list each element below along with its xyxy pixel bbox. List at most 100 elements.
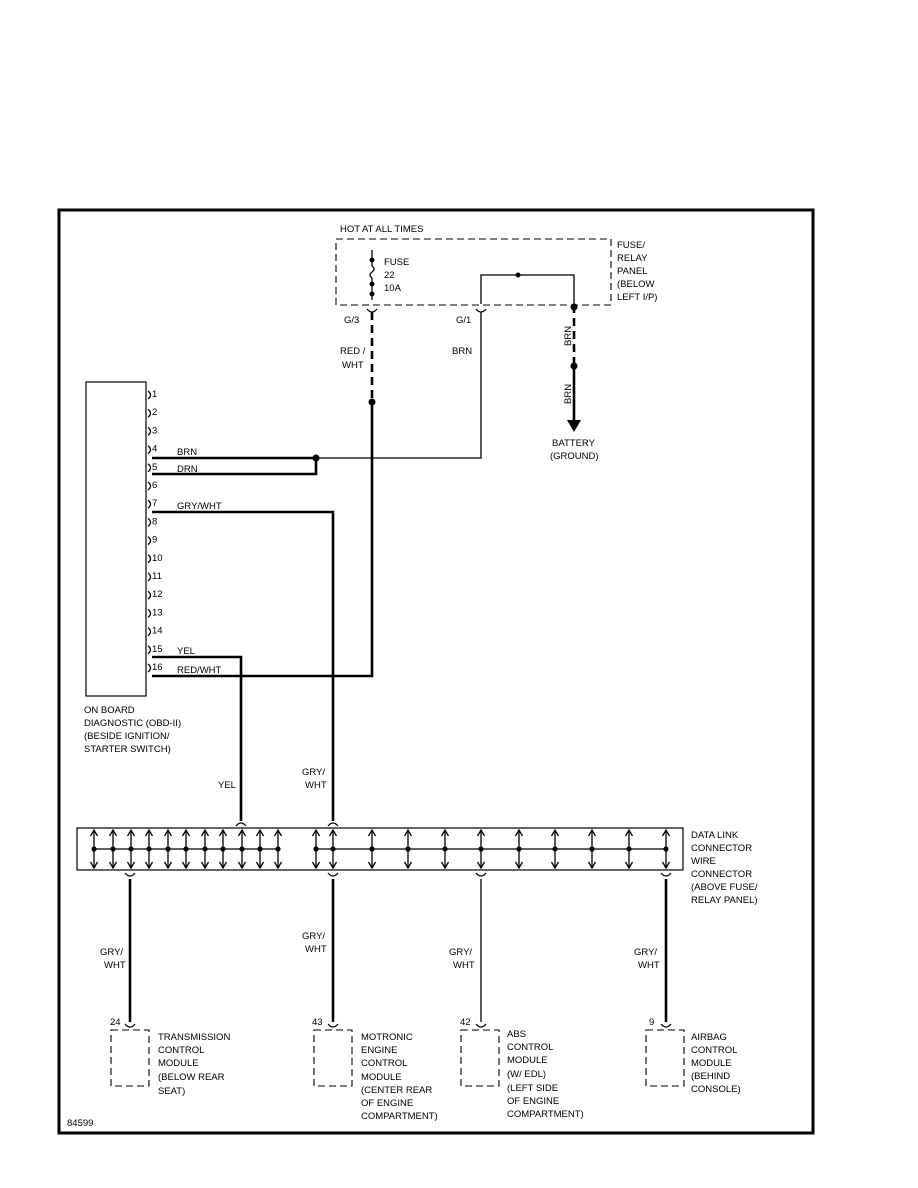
module-transmission-wire-1: GRY/ [100,947,123,958]
arrow-up-icon [144,828,154,837]
obd-pin-number: 12 [152,589,163,600]
dlc-splice-dot [220,846,226,852]
module-transmission-pin: 24 [110,1017,121,1028]
module-transmission-line-2: CONTROL [158,1045,204,1056]
dlc-splice-dot [626,846,632,852]
arrow-up-icon [181,828,191,837]
arrow-down-icon [126,861,136,870]
arrow-down-icon [476,861,486,870]
module-motronic-line-6: OF ENGINE [361,1098,413,1109]
terminal-g3-icon [366,308,378,313]
arrow-down-icon [218,861,228,870]
obd-pin-terminal-icon [147,408,152,418]
module-motronic: GRY/ WHT 43 MOTRONIC ENGINE CONTROL MODU… [302,879,438,1122]
module-abs-line-5: (LEFT SIDE [507,1083,558,1094]
obd-pin-number: 3 [152,425,157,436]
arrow-down-icon [514,861,524,870]
terminal-g1-icon [475,308,487,313]
module-motronic-wire-2: WHT [305,944,327,955]
dlc-splice-dot [239,846,245,852]
arrow-down-icon [587,861,597,870]
module-motronic-line-3: CONTROL [361,1058,407,1069]
arrow-down-icon [255,861,265,870]
dlc-caption-line-1: DATA LINK [691,830,739,841]
dlc-splice-dot [202,846,208,852]
arrow-down-icon [661,861,671,870]
module-motronic-line-2: ENGINE [361,1045,397,1056]
arrow-down-icon [144,861,154,870]
dlc-splice-dot [589,846,595,852]
module-airbag-line-5: CONSOLE) [691,1084,741,1095]
obd-pin-number: 1 [152,389,157,400]
obd-wire-label-pin4: BRN [177,447,197,458]
panel-caption-line-2: RELAY [617,253,648,264]
arrow-up-icon [661,828,671,837]
arrow-down-icon [328,861,338,870]
module-airbag-wire-1: GRY/ [634,947,657,958]
obd-pin-number: 10 [152,553,163,564]
obd-pin-number: 2 [152,407,157,418]
module-motronic-wire-1: GRY/ [302,931,325,942]
obd-pin-terminal-icon [147,499,152,509]
obd-pin-number: 5 [152,462,157,473]
obd-caption-line-3: (BESIDE IGNITION/ [84,731,170,742]
obd-pin-number: 7 [152,498,157,509]
arrow-up-icon [108,828,118,837]
fuse-number: 22 [384,270,395,281]
module-airbag-pin: 9 [649,1017,654,1028]
arrow-down-icon [550,861,560,870]
obd-wire-label-pin16: RED/WHT [177,665,222,676]
obd-wire-label-pin7: GRY/WHT [177,501,222,512]
wire-yel-label: YEL [218,780,236,791]
dlc-splice-dot [257,846,263,852]
obd-pin-number: 13 [152,607,163,618]
terminal-g1-label: G/1 [456,315,471,326]
arrow-up-icon [624,828,634,837]
module-transmission-line-5: SEAT) [158,1086,185,1097]
diagram-frame [57,208,815,1135]
obd-pin-number: 9 [152,535,157,546]
arrow-up-icon [273,828,283,837]
arrow-down-icon [311,861,321,870]
obd-pin-number: 6 [152,480,157,491]
obd-pin-number: 16 [152,662,163,673]
terminal-g3-label: G/3 [344,315,359,326]
dlc-splice-dot [663,846,669,852]
arrow-up-icon [200,828,210,837]
module-abs-wire-1: GRY/ [449,947,472,958]
wire-yel-obd [152,655,243,821]
wire-red-wht-label-2: WHT [342,360,364,371]
dlc-caption-line-2: CONNECTOR [691,843,752,854]
ground-wire-label-2: BRN [563,384,574,404]
wire-red-wht [152,402,374,678]
arrow-down-icon [624,861,634,870]
obd-pin-terminal-icon [147,627,152,637]
data-link-connector: DATA LINK CONNECTOR WIRE CONNECTOR (ABOV… [76,822,758,906]
arrow-down-icon [367,861,377,870]
dlc-splice-dot [91,846,97,852]
arrow-down-icon [163,861,173,870]
dlc-splice-dot [146,846,152,852]
arrow-up-icon [587,828,597,837]
ground-arrow-icon [567,420,581,432]
panel-caption-line-5: LEFT I/P) [617,292,657,303]
obd-pin-number: 8 [152,516,157,527]
module-abs-line-6: OF ENGINE [507,1096,559,1107]
dlc-splice-dot [442,846,448,852]
module-airbag-line-3: MODULE [691,1058,732,1069]
dlc-caption-line-5: (ABOVE FUSE/ [691,882,758,893]
dlc-splice-dot [516,846,522,852]
arrow-down-icon [89,861,99,870]
obd-pin-terminal-icon [147,463,152,473]
obd-caption-line-4: STARTER SWITCH) [84,744,171,755]
arrow-up-icon [476,828,486,837]
dlc-caption-line-4: CONNECTOR [691,869,752,880]
module-airbag-wire-2: WHT [638,960,660,971]
arrow-up-icon [89,828,99,837]
obd-pin-terminal-icon [147,426,152,436]
arrow-down-icon [108,861,118,870]
dlc-splice-dot [478,846,484,852]
dlc-splice-dot [369,846,375,852]
module-transmission-line-4: (BELOW REAR [158,1072,225,1083]
hot-at-all-times-label: HOT AT ALL TIMES [340,224,423,235]
